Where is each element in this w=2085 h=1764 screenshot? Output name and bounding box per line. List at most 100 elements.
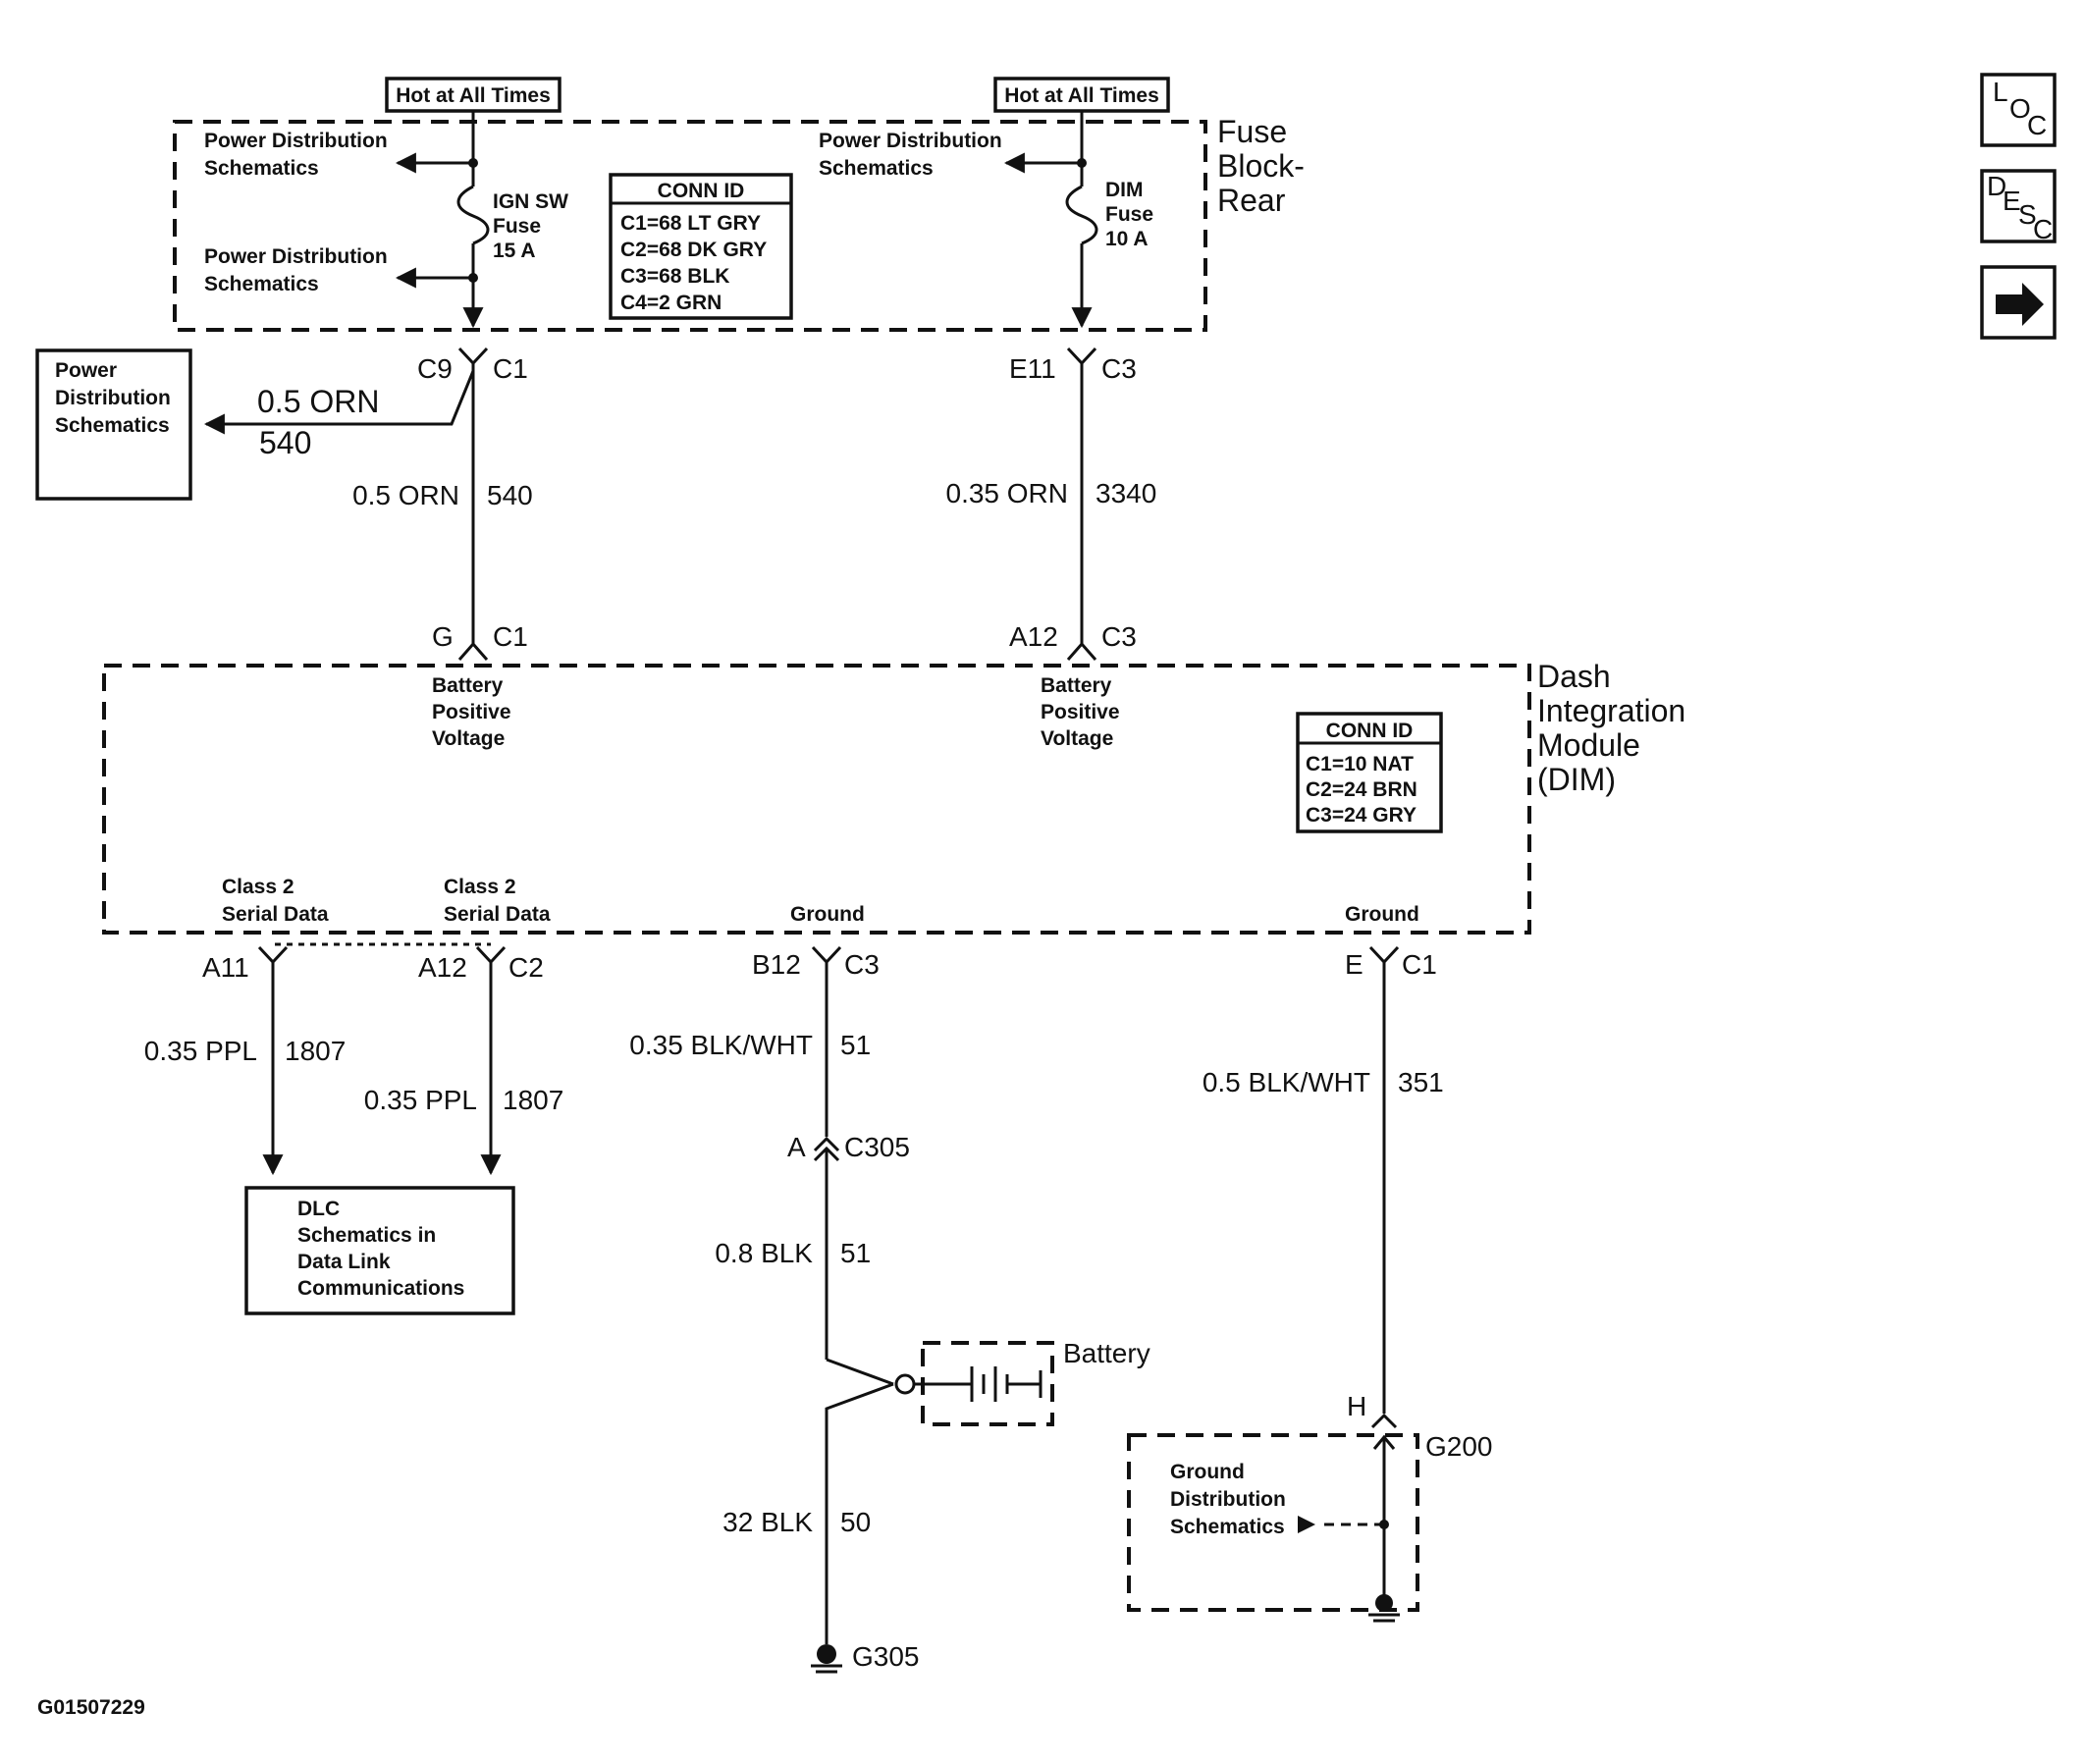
dim-fuse-icon <box>1065 185 1098 245</box>
diagram-label: Positive <box>1041 701 1120 723</box>
diagram-label: Power Distribution <box>204 245 388 268</box>
diagram-label: Battery <box>432 674 504 697</box>
diagram-label: Rear <box>1217 183 1286 218</box>
diagram-label: D <box>1987 171 2006 201</box>
diagram-label: Class 2 <box>444 876 516 898</box>
diagram-label: 540 <box>259 425 311 460</box>
diagram-label: Schematics <box>819 157 934 180</box>
diagram-label: Data Link <box>297 1251 391 1273</box>
diagram-label: Fuse <box>1105 203 1153 226</box>
diagram-label: O <box>2009 93 2031 124</box>
diagram-label: 50 <box>840 1507 871 1537</box>
diagram-label: Communications <box>297 1277 464 1300</box>
diagram-label: C9 <box>417 353 453 384</box>
diagram-label: (DIM) <box>1537 762 1616 797</box>
diagram-label: Schematics <box>55 414 170 437</box>
diagram-label: Integration <box>1537 693 1685 728</box>
hot-at-all-times-label: Hot at All Times <box>993 77 1170 113</box>
diagram-label: Schematics <box>204 157 319 180</box>
diagram-label: 0.5 ORN <box>352 480 459 510</box>
diagram-label: 351 <box>1398 1067 1444 1097</box>
power-distribution-box: Power Distribution Schematics <box>35 348 192 501</box>
diagram-label: C305 <box>844 1132 910 1162</box>
diagram-label: 0.35 ORN <box>946 478 1069 508</box>
diagram-label: Serial Data <box>444 903 551 926</box>
dash-integration-module: Dash Integration Module (DIM) Battery Po… <box>102 659 1685 946</box>
diagram-label: Voltage <box>1041 727 1113 750</box>
diagram-label: Ground <box>1170 1461 1245 1483</box>
diagram-label: 1807 <box>285 1036 346 1066</box>
diagram-label: 3340 <box>1096 478 1156 508</box>
diagram-label: E11 <box>1009 353 1056 384</box>
diagram-label: Schematics <box>1170 1516 1285 1538</box>
diagram-label: A11 <box>202 952 249 983</box>
diagram-label: Positive <box>432 701 511 723</box>
diagram-label: DLC <box>297 1198 340 1220</box>
diagram-label: 32 BLK <box>722 1507 813 1537</box>
diagram-label: 0.5 ORN <box>257 384 379 419</box>
g200-ground-box: Ground Distribution Schematics <box>1127 1433 1419 1623</box>
loc-button[interactable]: L O C <box>1980 73 2057 147</box>
diagram-label: Block- <box>1217 148 1305 184</box>
diagram-label: L <box>1993 77 2008 107</box>
diagram-label: 0.8 BLK <box>715 1238 813 1268</box>
diagram-label: Hot at All Times <box>1004 84 1159 107</box>
diagram-label: 51 <box>840 1030 871 1060</box>
diagram-label: C3 <box>1101 353 1137 384</box>
diagram-label: 0.35 BLK/WHT <box>629 1030 813 1060</box>
battery-icon <box>914 1341 1054 1426</box>
ign-sw-fuse-icon <box>456 185 490 245</box>
diagram-label: CONN ID <box>658 180 745 202</box>
diagram-label: Battery <box>1041 674 1112 697</box>
diagram-label: Serial Data <box>222 903 329 926</box>
diagram-label: C2=68 DK GRY <box>620 239 767 261</box>
diagram-label: A12 <box>418 952 467 983</box>
diagram-label: Fuse <box>493 215 541 238</box>
diagram-label: C1 <box>493 353 528 384</box>
diagram-label: Schematics in <box>297 1224 436 1247</box>
diagram-label: A <box>787 1132 806 1162</box>
figure-id: G01507229 <box>37 1696 145 1719</box>
dlc-box: DLC Schematics in Data Link Communicatio… <box>244 1186 515 1315</box>
hot-at-all-times-label: Hot at All Times <box>385 77 561 113</box>
diagram-label: Ground <box>790 903 865 926</box>
g305-ground-icon <box>811 1644 842 1674</box>
diagram-label: CONN ID <box>1326 720 1414 742</box>
diagram-label: Hot at All Times <box>396 84 551 107</box>
diagram-label: S <box>2018 199 2037 230</box>
diagram-label: 0.35 PPL <box>364 1085 477 1115</box>
desc-button[interactable]: D E S C <box>1980 169 2057 244</box>
diagram-label: C2=24 BRN <box>1306 778 1417 801</box>
diagram-label: C4=2 GRN <box>620 292 722 314</box>
dim-conn-id: CONN ID C1=10 NAT C2=24 BRN C3=24 GRY <box>1296 712 1443 833</box>
diagram-label: E <box>2003 186 2021 216</box>
diagram-label: 0.35 PPL <box>144 1036 257 1066</box>
diagram-label: Fuse <box>1217 114 1287 149</box>
diagram-label: 0.5 BLK/WHT <box>1203 1067 1370 1097</box>
diagram-label: 15 A <box>493 240 536 262</box>
diagram-label: C <box>2027 110 2047 140</box>
diagram-label: Module <box>1537 727 1640 763</box>
diagram-label: Battery <box>1063 1338 1150 1368</box>
diagram-label: C3 <box>1101 621 1137 652</box>
diagram-label: C1 <box>1402 949 1437 980</box>
diagram-label: Power <box>55 359 117 382</box>
diagram-label: 51 <box>840 1238 871 1268</box>
fuse-block-rear: Fuse Block- Rear Hot at All Times Hot at… <box>173 77 1305 332</box>
arrow-right-icon <box>1996 283 2044 326</box>
diagram-label: B12 <box>752 949 801 980</box>
diagram-label: Distribution <box>1170 1488 1286 1511</box>
diagram-label: A12 <box>1009 621 1058 652</box>
diagram-label: G <box>432 621 454 652</box>
diagram-label: C3 <box>844 949 880 980</box>
fuse-block-conn-id: CONN ID C1=68 LT GRY C2=68 DK GRY C3=68 … <box>609 173 793 320</box>
diagram-label: Voltage <box>432 727 505 750</box>
next-button[interactable] <box>1980 265 2057 340</box>
diagram-label: C1=10 NAT <box>1306 753 1414 775</box>
diagram-label: C <box>2033 214 2053 244</box>
diagram-label: Schematics <box>204 273 319 295</box>
diagram-label: Power Distribution <box>204 130 388 152</box>
diagram-label: Ground <box>1345 903 1419 926</box>
diagram-label: G305 <box>852 1641 920 1672</box>
